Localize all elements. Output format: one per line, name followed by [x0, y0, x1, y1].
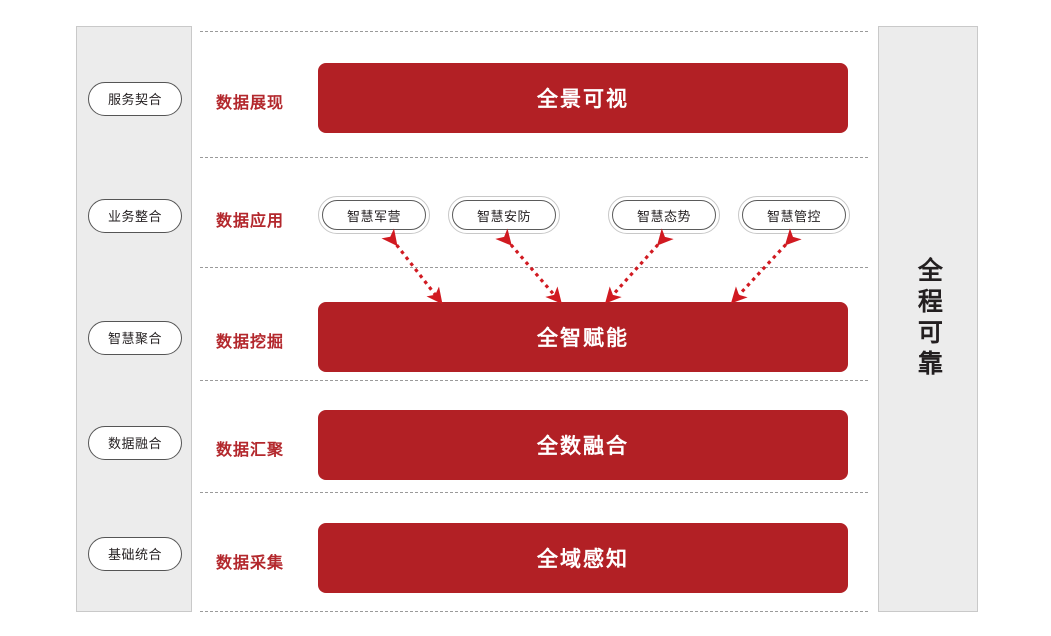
capability-bar-data-fusion[interactable]: 全数融合 [318, 410, 848, 480]
capability-bar-label: 全景可视 [537, 88, 629, 111]
row-label-aggregation: 数据汇聚 [216, 442, 285, 459]
row-divider [200, 31, 868, 32]
stage-pill-label: 数据融合 [107, 435, 162, 451]
stage-pill-label: 智慧聚合 [107, 330, 162, 346]
app-pill-label: 智慧军营 [346, 208, 401, 224]
app-pill-label: 智慧管控 [766, 208, 821, 224]
reliability-panel: 全程可靠 [878, 26, 978, 612]
stage-pill-data-fusion[interactable]: 数据融合 [88, 426, 182, 460]
capability-bar-panoramic-view[interactable]: 全景可视 [318, 63, 848, 133]
arrow-situation [605, 228, 674, 304]
stage-pill-service[interactable]: 服务契合 [88, 82, 182, 116]
app-pill-inner: 智慧安防 [452, 200, 556, 230]
app-pill-smart-army-camp[interactable]: 智慧军营 [318, 196, 430, 234]
row-divider [200, 267, 868, 268]
app-pill-inner: 智慧管控 [742, 200, 846, 230]
app-pill-inner: 智慧态势 [612, 200, 716, 230]
row-divider [200, 492, 868, 493]
arrow-management [730, 228, 802, 304]
app-pill-label: 智慧态势 [636, 208, 691, 224]
row-label-application: 数据应用 [216, 213, 285, 230]
capability-bar-full-domain-sensing[interactable]: 全域感知 [318, 523, 848, 593]
reliability-panel-label: 全程可靠 [914, 257, 943, 381]
capability-bar-full-intelligence[interactable]: 全智赋能 [318, 302, 848, 372]
row-divider [200, 380, 868, 381]
app-pill-label: 智慧安防 [476, 208, 531, 224]
stage-pill-label: 业务整合 [107, 208, 162, 224]
app-pill-inner: 智慧军营 [322, 200, 426, 230]
stage-pill-foundation[interactable]: 基础统合 [88, 537, 182, 571]
row-label-collection: 数据采集 [216, 555, 285, 572]
row-label-mining: 数据挖掘 [216, 334, 285, 351]
row-divider [200, 611, 868, 612]
row-divider [200, 157, 868, 158]
capability-bar-label: 全域感知 [537, 548, 629, 571]
integration-stages-panel: 服务契合 业务整合 智慧聚合 数据融合 基础统合 [76, 26, 192, 612]
row-label-presentation: 数据展现 [216, 95, 285, 112]
capability-bar-label: 全数融合 [537, 435, 629, 458]
arrow-security [495, 228, 562, 304]
app-pill-smart-management[interactable]: 智慧管控 [738, 196, 850, 234]
arrow-army-camp [381, 228, 443, 305]
app-pill-smart-situation[interactable]: 智慧态势 [608, 196, 720, 234]
stage-pill-business[interactable]: 业务整合 [88, 199, 182, 233]
capability-bar-label: 全智赋能 [537, 327, 629, 350]
stage-pill-label: 服务契合 [107, 91, 162, 107]
stage-pill-intelligence[interactable]: 智慧聚合 [88, 321, 182, 355]
stage-pill-label: 基础统合 [107, 546, 162, 562]
app-pill-smart-security[interactable]: 智慧安防 [448, 196, 560, 234]
